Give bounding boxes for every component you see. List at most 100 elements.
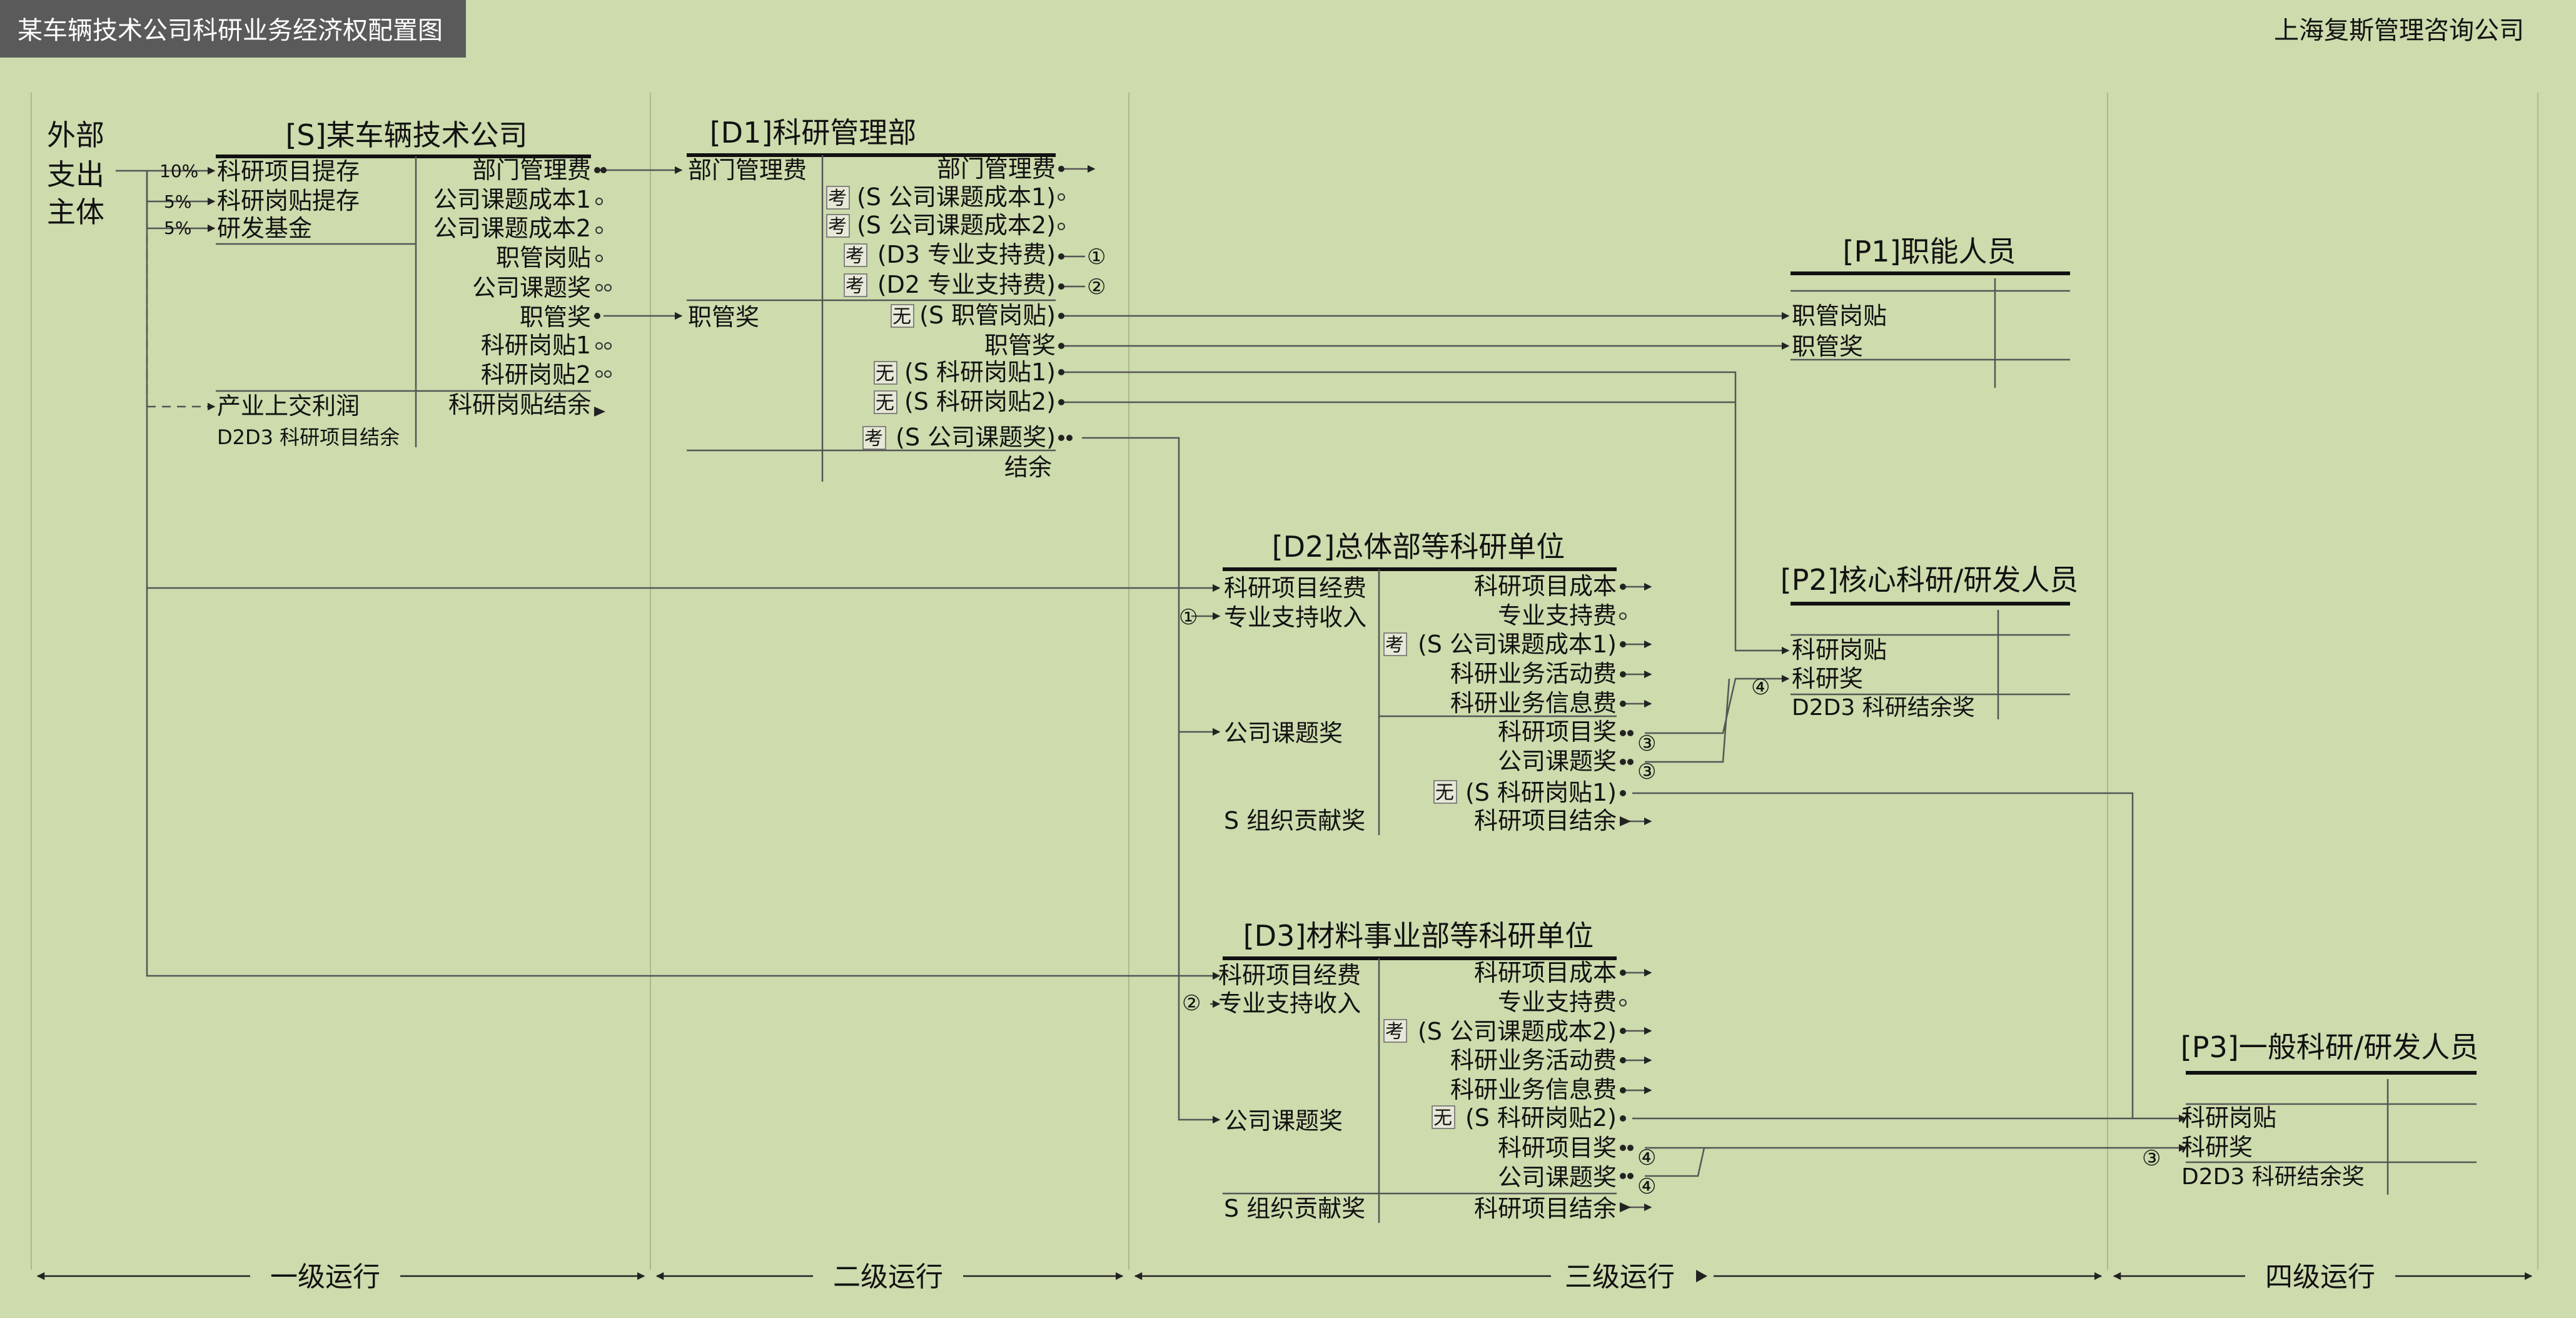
s-pct-1: 5% <box>164 191 191 212</box>
p1-input-0: 职管岗贴 <box>1792 302 1887 330</box>
p2-input-0: 科研岗贴 <box>1792 636 1887 664</box>
box-p3-general-research-staff: [P3]一般科研/研发人员 科研岗贴 科研奖 D2D3 科研结余奖 ③ <box>2142 1030 2478 1190</box>
level-3-label: 三级运行 <box>1565 1261 1675 1293</box>
box-p2-core-research-staff: [P2]核心科研/研发人员 科研岗贴 科研奖 D2D3 科研结余奖 ④ <box>1751 563 2078 721</box>
d3-marker-4a: ④ <box>1637 1145 1656 1170</box>
p3-input-1: 科研奖 <box>2181 1133 2253 1161</box>
d3-input-0: 科研项目经费 <box>1218 961 1361 989</box>
p1-input-1: 职管奖 <box>1792 333 1863 360</box>
box-p3-title: [P3]一般科研/研发人员 <box>2181 1030 2478 1064</box>
d2-marker-3b: ③ <box>1637 759 1656 784</box>
box-p2-title: [P2]核心科研/研发人员 <box>1780 563 2078 597</box>
s-output-3: 职管岗贴 <box>496 244 591 271</box>
d1-output-3: (D3 专业支持费) <box>877 241 1056 268</box>
d2-input-2: 公司课题奖 <box>1224 719 1343 747</box>
d1-output-7: (S 科研岗贴1) <box>904 358 1056 386</box>
level-2-label: 二级运行 <box>833 1261 943 1293</box>
s-input-3: 产业上交利润 <box>217 392 360 420</box>
s-output-4: 公司课题奖 <box>472 274 591 302</box>
s-pct-2: 5% <box>164 218 191 238</box>
d1-input-0: 部门管理费 <box>688 156 807 184</box>
d1-output-5: (S 职管岗贴) <box>919 302 1056 329</box>
level-4-label: 四级运行 <box>2265 1261 2375 1293</box>
d2-marker-in: ① <box>1179 605 1198 630</box>
box-d2-title: [D2]总体部等科研单位 <box>1272 530 1565 564</box>
s-input-0: 科研项目提存 <box>217 158 360 185</box>
p3-input-2: D2D3 科研结余奖 <box>2181 1164 2365 1190</box>
d3-output-2: (S 公司课题成本2) <box>1418 1018 1617 1045</box>
d2-output-4: 科研业务信息费 <box>1450 689 1617 717</box>
s-output-5: 职管奖 <box>520 303 591 331</box>
s-output-2: 公司课题成本2 <box>433 215 591 242</box>
external-line2: 支出 <box>47 158 104 191</box>
d2-tag-0: 考 <box>1385 634 1404 656</box>
d1-tag-5: 无 <box>876 363 894 385</box>
s-output-8: 科研岗贴结余 <box>448 391 591 418</box>
d2-output-3: 科研业务活动费 <box>1450 660 1617 687</box>
d1-tag-0: 考 <box>828 188 847 210</box>
d1-output-6: 职管奖 <box>984 332 1056 359</box>
d1-tag-3: 考 <box>846 275 864 297</box>
box-d3-material-units: [D3]材料事业部等科研单位 科研项目经费 专业支持收入 公司课题奖 S 组织贡… <box>1182 919 1656 1223</box>
d2-input-3: S 组织贡献奖 <box>1224 807 1365 834</box>
d3-output-4: 科研业务信息费 <box>1450 1076 1617 1103</box>
d1-output-4: (D2 专业支持费) <box>877 271 1056 298</box>
s-input-2: 研发基金 <box>217 215 312 242</box>
external-entity: 外部 支出 主体 <box>47 118 104 229</box>
d1-output-10: 结余 <box>1004 454 1052 481</box>
d3-output-3: 科研业务活动费 <box>1450 1047 1617 1074</box>
d1-output-1: (S 公司课题成本1) <box>857 183 1056 211</box>
d3-output-6: 科研项目奖 <box>1498 1134 1617 1162</box>
d1-tag-1: 考 <box>828 216 847 238</box>
p3-input-0: 科研岗贴 <box>2181 1104 2276 1132</box>
s-output-6: 科研岗贴1 <box>481 332 591 359</box>
box-s-company: [S]某车辆技术公司 科研项目提存 科研岗贴提存 研发基金 产业上交利润 D2D… <box>159 118 612 449</box>
d1-marker-1: ① <box>1087 245 1106 270</box>
d2-tag-1: 无 <box>1435 782 1454 804</box>
p2-input-2: D2D3 科研结余奖 <box>1792 695 1975 721</box>
d3-output-0: 科研项目成本 <box>1474 959 1617 986</box>
d3-input-3: S 组织贡献奖 <box>1224 1195 1365 1222</box>
box-d1-research-mgmt: [D1]科研管理部 部门管理费 职管奖 部门管理费 (S 公司课题成本1) (S… <box>687 116 1106 482</box>
box-d3-title: [D3]材料事业部等科研单位 <box>1243 919 1594 953</box>
company-name: 上海复斯管理咨询公司 <box>2274 16 2524 45</box>
level-1-label: 一级运行 <box>270 1261 380 1293</box>
d1-marker-2: ② <box>1087 275 1106 300</box>
connections <box>116 165 2477 1212</box>
s-input-4: D2D3 科研项目结余 <box>217 425 400 449</box>
d1-output-0: 部门管理费 <box>937 155 1056 183</box>
d2-output-8: 科研项目结余 <box>1474 807 1617 834</box>
d2-output-7: (S 科研岗贴1) <box>1465 779 1617 806</box>
d2-input-1: 专业支持收入 <box>1224 604 1366 631</box>
p3-marker-3: ③ <box>2142 1146 2161 1171</box>
s-pct-0: 10% <box>159 161 198 181</box>
column-dividers <box>31 93 2538 1270</box>
s-output-0: 部门管理费 <box>472 156 591 184</box>
d1-input-1: 职管奖 <box>688 303 759 331</box>
d3-output-5: (S 科研岗贴2) <box>1465 1104 1617 1132</box>
p2-marker-4: ④ <box>1751 675 1770 700</box>
diagram-title: 某车辆技术公司科研业务经济权配置图 <box>18 16 443 45</box>
d2-output-1: 专业支持费 <box>1498 602 1617 629</box>
d3-marker-in: ② <box>1182 991 1201 1016</box>
box-p1-title: [P1]职能人员 <box>1843 235 2016 268</box>
d1-tag-4: 无 <box>892 306 911 328</box>
d3-marker-4b: ④ <box>1637 1174 1656 1199</box>
d1-output-9: (S 公司课题奖) <box>896 423 1056 451</box>
box-s-title: [S]某车辆技术公司 <box>285 118 527 152</box>
d2-output-0: 科研项目成本 <box>1474 572 1617 600</box>
d2-output-5: 科研项目奖 <box>1498 718 1617 746</box>
d3-output-1: 专业支持费 <box>1498 988 1617 1016</box>
d1-output-2: (S 公司课题成本2) <box>857 211 1056 239</box>
d2-output-6: 公司课题奖 <box>1498 748 1617 775</box>
d2-input-0: 科研项目经费 <box>1224 574 1366 602</box>
s-output-1: 公司课题成本1 <box>433 186 591 213</box>
d3-tag-1: 无 <box>1433 1107 1452 1129</box>
d3-input-1: 专业支持收入 <box>1218 990 1361 1017</box>
s-output-7: 科研岗贴2 <box>481 361 591 388</box>
external-line1: 外部 <box>47 118 104 152</box>
d2-output-2: (S 公司课题成本1) <box>1418 631 1617 658</box>
title-bar <box>0 0 466 58</box>
